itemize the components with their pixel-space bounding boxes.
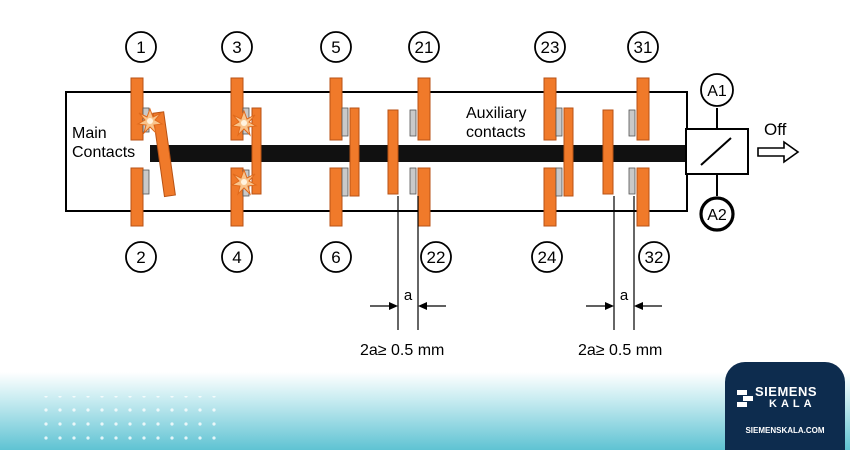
gap-label-box: [615, 286, 633, 304]
terminal-label-top: 31: [634, 38, 653, 57]
contact-backing: [628, 109, 636, 137]
dim-arrowhead: [605, 302, 614, 310]
gap-note-left: 2a≥ 0.5 mm: [360, 342, 444, 359]
aux-contact-21-fixed: [417, 77, 431, 141]
contact-backing: [409, 109, 417, 137]
siemenskala-logo-icon: [737, 390, 753, 407]
aux-contact-31-moving: [602, 109, 614, 195]
gap-note-right: 2a≥ 0.5 mm: [578, 342, 662, 359]
coil-slash: [700, 137, 732, 166]
contact-backing: [628, 167, 636, 195]
dot-pattern: [40, 396, 220, 450]
logo-word-siemens: SIEMENS: [755, 384, 818, 399]
main-contact-1-fixed: [130, 77, 144, 141]
terminal-label-bottom: 2: [136, 248, 145, 267]
aux-contact-22-fixed: [417, 167, 431, 227]
gap-label-box: [399, 286, 417, 304]
spark-icon: [136, 107, 164, 135]
dim-arrowhead: [634, 302, 643, 310]
auxiliary-contacts-label: Auxiliary contacts: [466, 105, 531, 141]
actuator-bar: [150, 145, 687, 162]
aux-contact-23-fixed: [543, 77, 557, 141]
terminal-label-bottom: 24: [538, 248, 557, 267]
contact-backing: [341, 107, 349, 137]
main-contact-1-moving: [152, 111, 176, 198]
gap-label: a: [404, 287, 413, 304]
contact-backing: [142, 169, 150, 195]
dim-arrowhead: [418, 302, 427, 310]
terminal-label-bottom: 32: [645, 248, 664, 267]
contact-backing: [341, 167, 349, 197]
main-contact-5-moving: [349, 107, 360, 197]
aux-contact-31-fixed: [636, 77, 650, 141]
spark-icon: [230, 109, 258, 137]
logo-url: SIEMENSKALA.COM: [745, 426, 825, 435]
terminal-label-top: 3: [232, 38, 241, 57]
aux-contact-32-fixed: [636, 167, 650, 227]
coil-label-top: A1: [707, 83, 727, 100]
terminal-label-bottom: 4: [232, 248, 241, 267]
main-contact-6-fixed: [329, 167, 343, 227]
aux-contact-24-fixed: [543, 167, 557, 227]
main-contact-2-fixed: [130, 167, 144, 227]
aux-contact-23-moving: [563, 107, 574, 197]
contact-backing: [555, 107, 563, 137]
main-contact-5-fixed: [329, 77, 343, 141]
terminal-label-bottom: 6: [331, 248, 340, 267]
terminal-label-bottom: 22: [427, 248, 446, 267]
spark-icon: [230, 168, 258, 196]
coil-label-bottom: A2: [707, 207, 727, 224]
contact-backing: [409, 167, 417, 195]
logo-word-kala: KALA: [769, 398, 816, 410]
off-arrow: [757, 140, 800, 164]
contact-backing: [555, 167, 563, 197]
aux-contact-21-moving: [387, 109, 399, 195]
main-contacts-label: Main Contacts: [72, 125, 135, 161]
gap-label: a: [620, 287, 629, 304]
off-label: Off: [764, 120, 787, 139]
terminal-label-top: 5: [331, 38, 340, 57]
siemenskala-logo[interactable]: SIEMENS KALA SIEMENSKALA.COM: [725, 362, 845, 450]
dim-arrowhead: [389, 302, 398, 310]
terminal-label-top: 23: [541, 38, 560, 57]
terminal-label-top: 21: [415, 38, 434, 57]
main-contact-3-moving: [251, 107, 262, 195]
terminal-label-top: 1: [136, 38, 145, 57]
terminal-circle: [125, 31, 735, 273]
